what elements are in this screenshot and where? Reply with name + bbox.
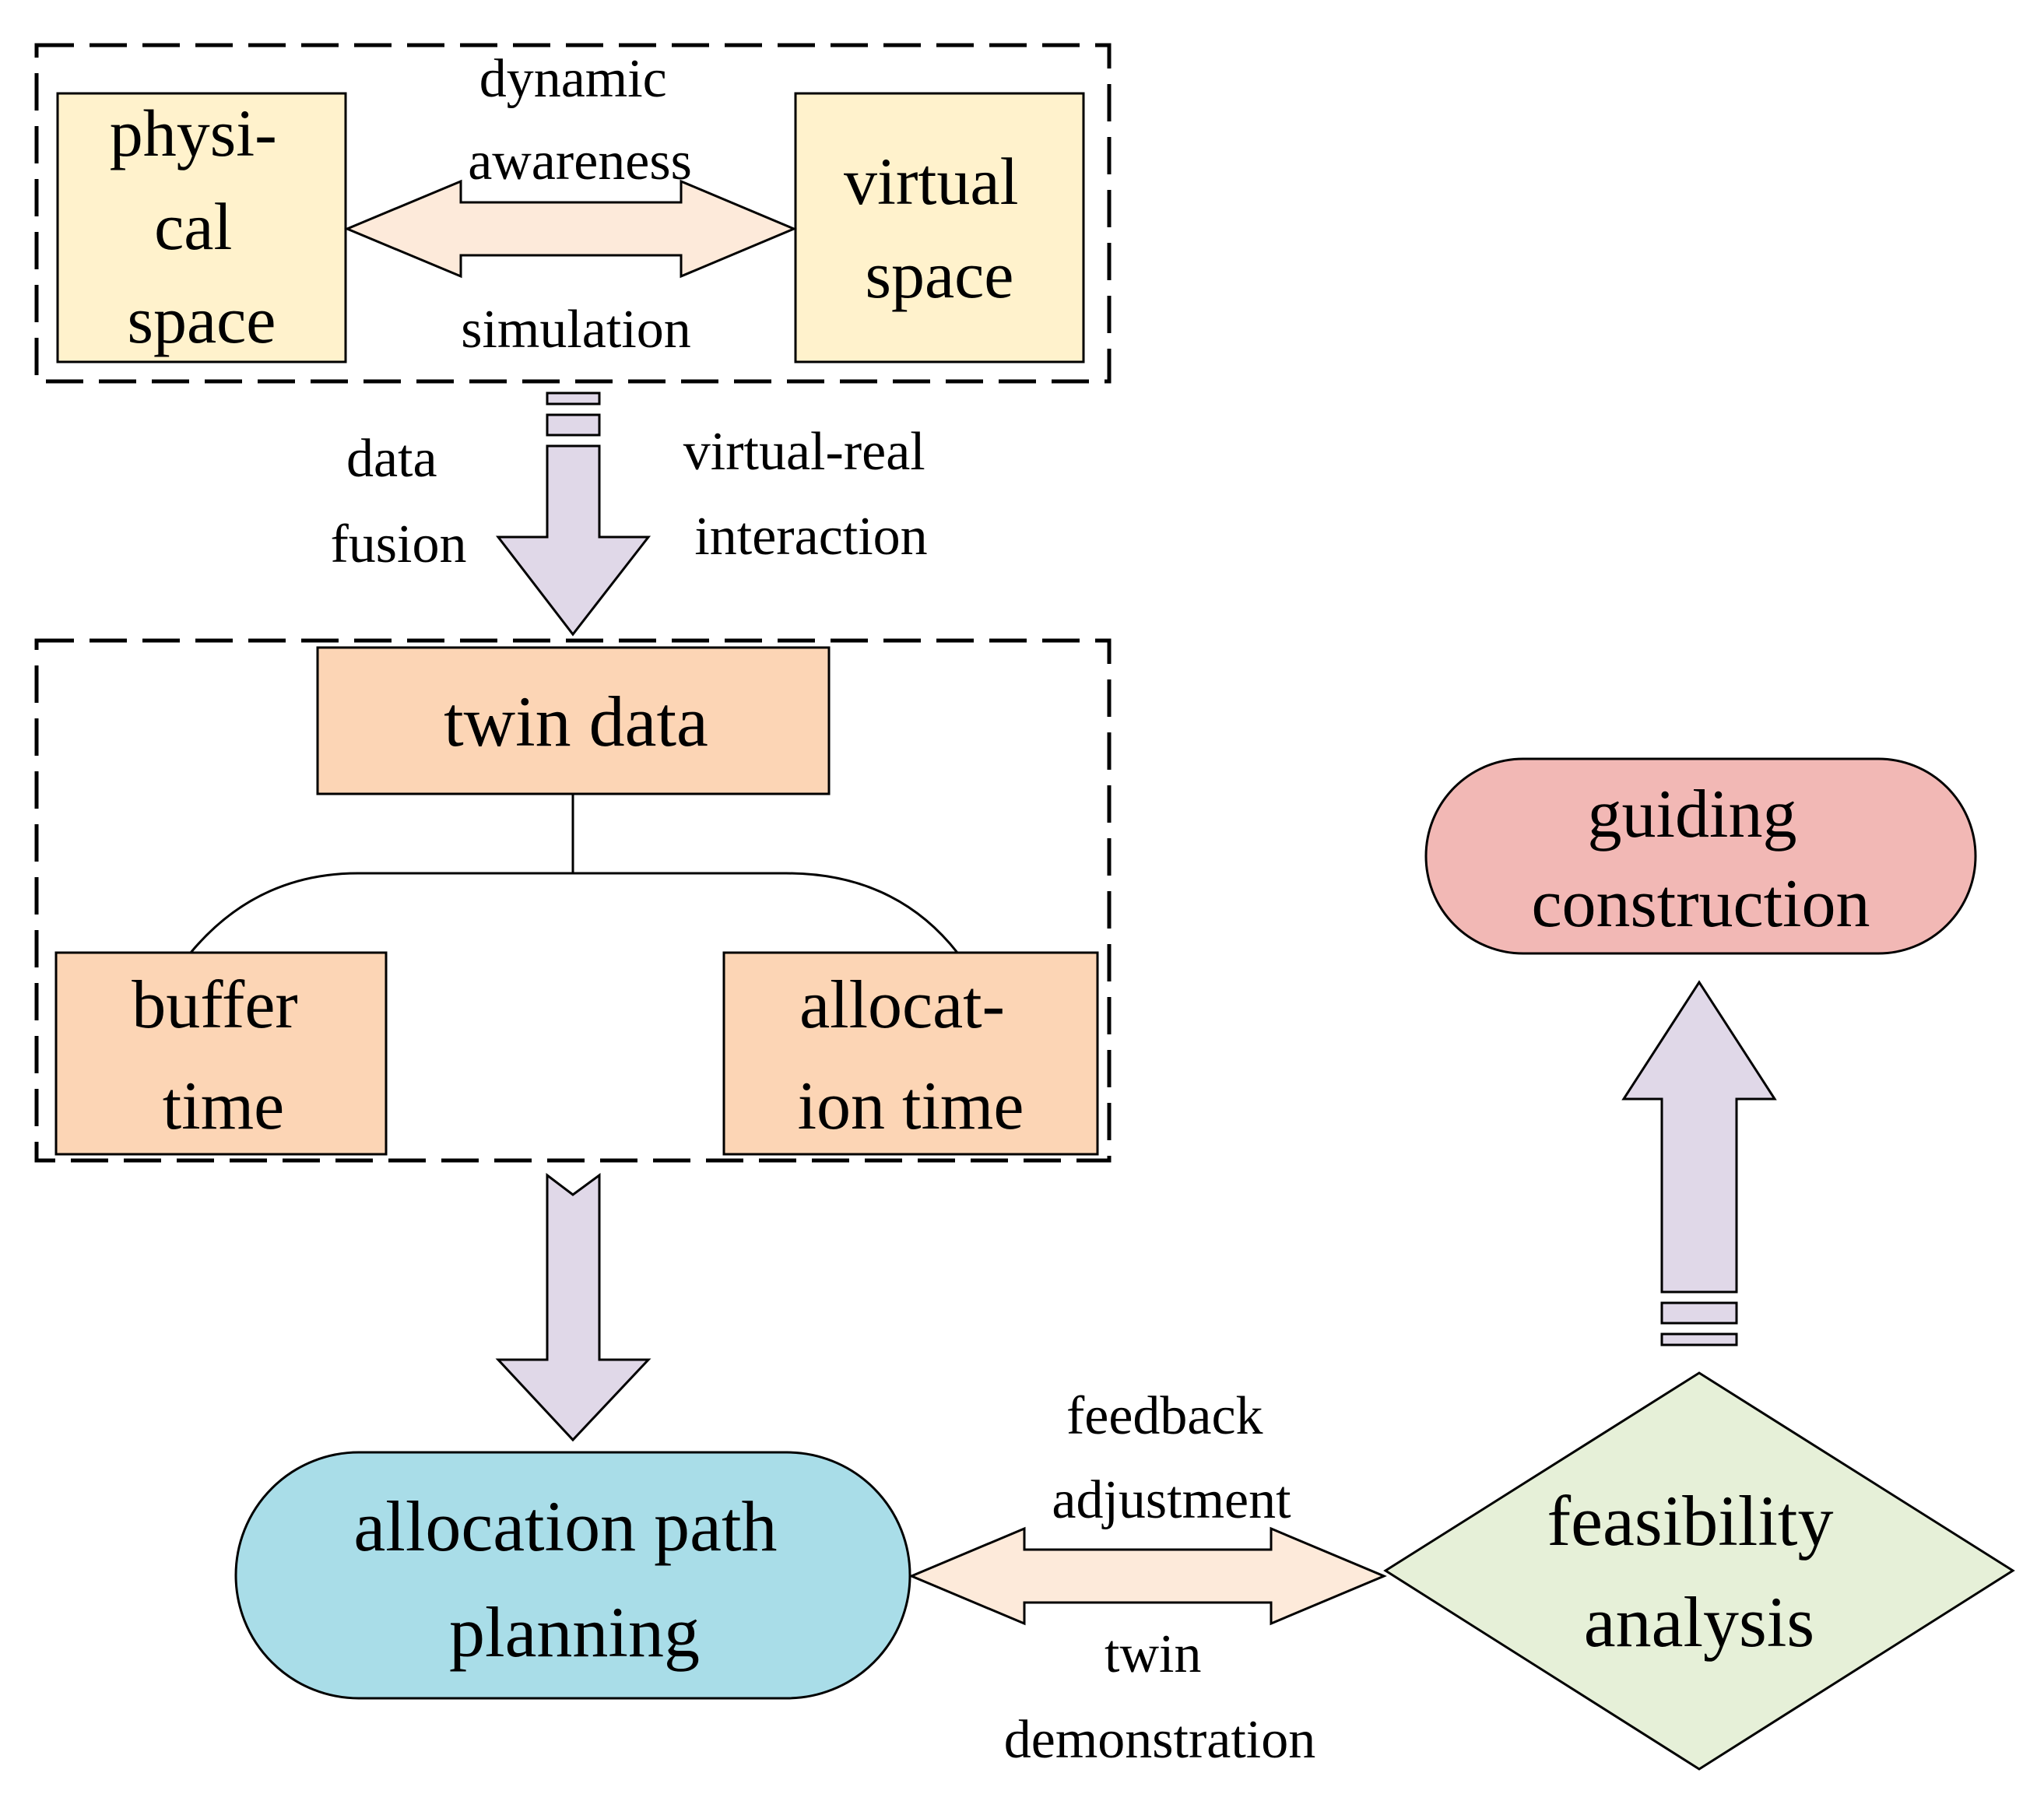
feasibility-analysis-line-1: feasibility bbox=[1547, 1481, 1834, 1561]
virtual-space-line-1: virtual bbox=[844, 144, 1019, 219]
space-group-frame bbox=[34, 43, 1112, 384]
buffer-time-line-1: buffer bbox=[132, 967, 297, 1043]
physical-space-box bbox=[56, 92, 347, 363]
dynamic-awareness-line-2: awareness bbox=[468, 132, 692, 191]
twin-data-box bbox=[316, 646, 831, 795]
twin-demonstration-label: twin demonstration bbox=[1004, 1624, 1315, 1770]
twin-data-label: twin data bbox=[444, 682, 708, 761]
physical-space-line-2: cal bbox=[154, 189, 232, 264]
buffer-time-box bbox=[54, 951, 388, 1156]
data-fusion-label: data fusion bbox=[331, 429, 467, 574]
allocation-path-planning-line-1: allocation path bbox=[353, 1487, 777, 1566]
twin-demonstration-line-2: demonstration bbox=[1004, 1710, 1315, 1770]
data-fusion-line-1: data bbox=[346, 429, 437, 489]
physical-space-line-1: physi- bbox=[110, 96, 277, 170]
virtual-real-interaction-line-1: virtual-real bbox=[683, 422, 925, 482]
twin-data-connector bbox=[189, 794, 959, 953]
guiding-construction-node bbox=[1424, 757, 1977, 955]
virtual-space-box bbox=[794, 92, 1085, 363]
down-arrow-1 bbox=[495, 444, 651, 637]
physical-space-label: physi- cal space bbox=[110, 96, 294, 357]
allocation-path-planning-label: allocation path planning bbox=[353, 1487, 795, 1672]
feedback-adjustment-line-2: adjustment bbox=[1052, 1470, 1291, 1530]
data-fusion-line-2: fusion bbox=[331, 514, 467, 574]
feasibility-analysis-node bbox=[1383, 1371, 2015, 1771]
virtual-real-interaction-line-2: interaction bbox=[694, 507, 927, 567]
simulation-label: simulation bbox=[461, 300, 691, 360]
physical-space-line-3: space bbox=[128, 283, 276, 357]
allocation-path-planning-line-2: planning bbox=[449, 1592, 700, 1672]
allocation-path-planning-node bbox=[234, 1451, 911, 1700]
feasibility-analysis-label: feasibility analysis bbox=[1547, 1481, 1852, 1662]
allocation-time-line-2: ion time bbox=[798, 1069, 1024, 1144]
allocation-time-label: allocat- ion time bbox=[798, 967, 1024, 1144]
feedback-adjustment-label: feedback adjustment bbox=[1052, 1386, 1291, 1530]
allocation-time-line-1: allocat- bbox=[799, 967, 1005, 1043]
down-arrow-1-stripe-2 bbox=[546, 413, 601, 437]
up-arrow bbox=[1621, 980, 1777, 1294]
virtual-space-label: virtual space bbox=[844, 144, 1035, 312]
buffer-time-label: buffer time bbox=[132, 967, 314, 1144]
guiding-construction-label: guiding construction bbox=[1531, 777, 1870, 942]
feasibility-analysis-line-2: analysis bbox=[1584, 1582, 1814, 1662]
down-arrow-2 bbox=[495, 1172, 651, 1442]
twin-demonstration-line-1: twin bbox=[1105, 1624, 1201, 1684]
awareness-simulation-double-arrow bbox=[344, 179, 797, 279]
dynamic-awareness-label: dynamic awareness bbox=[468, 49, 692, 191]
twin-data-group-frame bbox=[34, 638, 1112, 1163]
guiding-construction-line-1: guiding bbox=[1588, 777, 1797, 852]
allocation-time-box bbox=[722, 951, 1099, 1156]
dynamic-awareness-line-1: dynamic bbox=[479, 49, 667, 109]
down-arrow-1-stripe-1 bbox=[546, 391, 601, 405]
virtual-real-interaction-label: virtual-real interaction bbox=[683, 422, 939, 567]
virtual-space-line-2: space bbox=[866, 237, 1014, 312]
up-arrow-stripe-2 bbox=[1660, 1301, 1738, 1325]
feedback-adjustment-line-1: feedback bbox=[1066, 1386, 1263, 1446]
guiding-construction-line-2: construction bbox=[1531, 866, 1870, 942]
feedback-demonstration-double-arrow bbox=[908, 1526, 1387, 1626]
up-arrow-stripe-1 bbox=[1660, 1332, 1738, 1346]
buffer-time-line-2: time bbox=[163, 1069, 284, 1144]
